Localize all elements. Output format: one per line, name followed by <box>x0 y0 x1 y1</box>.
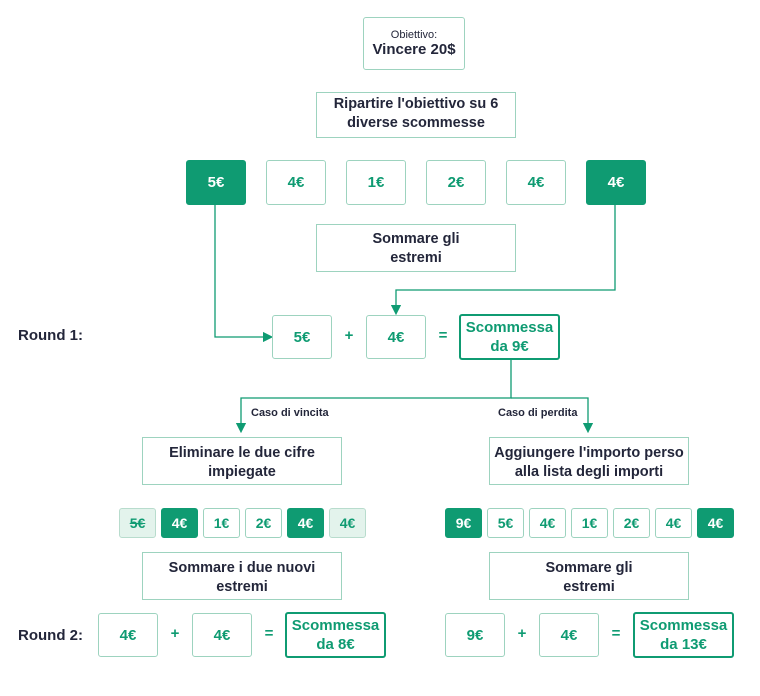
loss-amount-2: 5€ <box>487 508 524 538</box>
goal-label: Obiettivo: <box>390 29 438 41</box>
round2-win-plus: + <box>170 625 180 642</box>
loss-amount-1: 9€ <box>445 508 482 538</box>
loss-amount-7: 4€ <box>697 508 734 538</box>
round1-label: Round 1: <box>18 327 83 344</box>
round2-win-result: Scommessa da 8€ <box>285 612 386 658</box>
round2-label: Round 2: <box>18 627 83 644</box>
round1-result: Scommessa da 9€ <box>459 314 560 360</box>
round2-loss-plus: + <box>517 625 527 642</box>
win-amount-6: 4€ <box>329 508 366 538</box>
loss-amount-4: 1€ <box>571 508 608 538</box>
round2-loss-result: Scommessa da 13€ <box>633 612 734 658</box>
initial-amount-5: 4€ <box>506 160 566 205</box>
win-case-label: Caso di vincita <box>251 407 329 419</box>
initial-amount-2: 4€ <box>266 160 326 205</box>
split-line <box>235 360 512 434</box>
round1-equals: = <box>438 327 448 344</box>
win-action-label: Eliminare le due cifre impiegate <box>142 437 342 485</box>
round1-plus: + <box>344 327 354 344</box>
initial-amount-1: 5€ <box>186 160 246 205</box>
arrow-left-to-round1 <box>214 205 274 343</box>
loss-amount-6: 4€ <box>655 508 692 538</box>
win-amount-5: 4€ <box>287 508 324 538</box>
round2-win-right: 4€ <box>192 613 252 657</box>
arrow-right-to-round1 <box>390 205 616 316</box>
win-amount-1: 5€ <box>119 508 156 538</box>
initial-amount-4: 2€ <box>426 160 486 205</box>
loss-amount-3: 4€ <box>529 508 566 538</box>
goal-value: Vincere 20$ <box>372 41 456 58</box>
win-amount-2: 4€ <box>161 508 198 538</box>
round2-loss-right: 4€ <box>539 613 599 657</box>
split-line-right <box>511 397 594 434</box>
loss-sum-label: Sommare gli estremi <box>489 552 689 600</box>
loss-action-label: Aggiungere l'importo perso alla lista de… <box>489 437 689 485</box>
win-sum-label: Sommare i due nuovi estremi <box>142 552 342 600</box>
initial-amount-6: 4€ <box>586 160 646 205</box>
round1-left: 5€ <box>272 315 332 359</box>
win-amount-4: 2€ <box>245 508 282 538</box>
round2-win-equals: = <box>264 625 274 642</box>
initial-amount-3: 1€ <box>346 160 406 205</box>
round2-loss-left: 9€ <box>445 613 505 657</box>
round2-win-left: 4€ <box>98 613 158 657</box>
loss-case-label: Caso di perdita <box>498 407 578 419</box>
split-label: Ripartire l'obiettivo su 6 diverse scomm… <box>316 92 516 138</box>
round2-loss-equals: = <box>611 625 621 642</box>
sum-extremes-label: Sommare gli estremi <box>316 224 516 272</box>
round1-right: 4€ <box>366 315 426 359</box>
goal-box: Obiettivo: Vincere 20$ <box>363 17 465 70</box>
win-amount-3: 1€ <box>203 508 240 538</box>
loss-amount-5: 2€ <box>613 508 650 538</box>
